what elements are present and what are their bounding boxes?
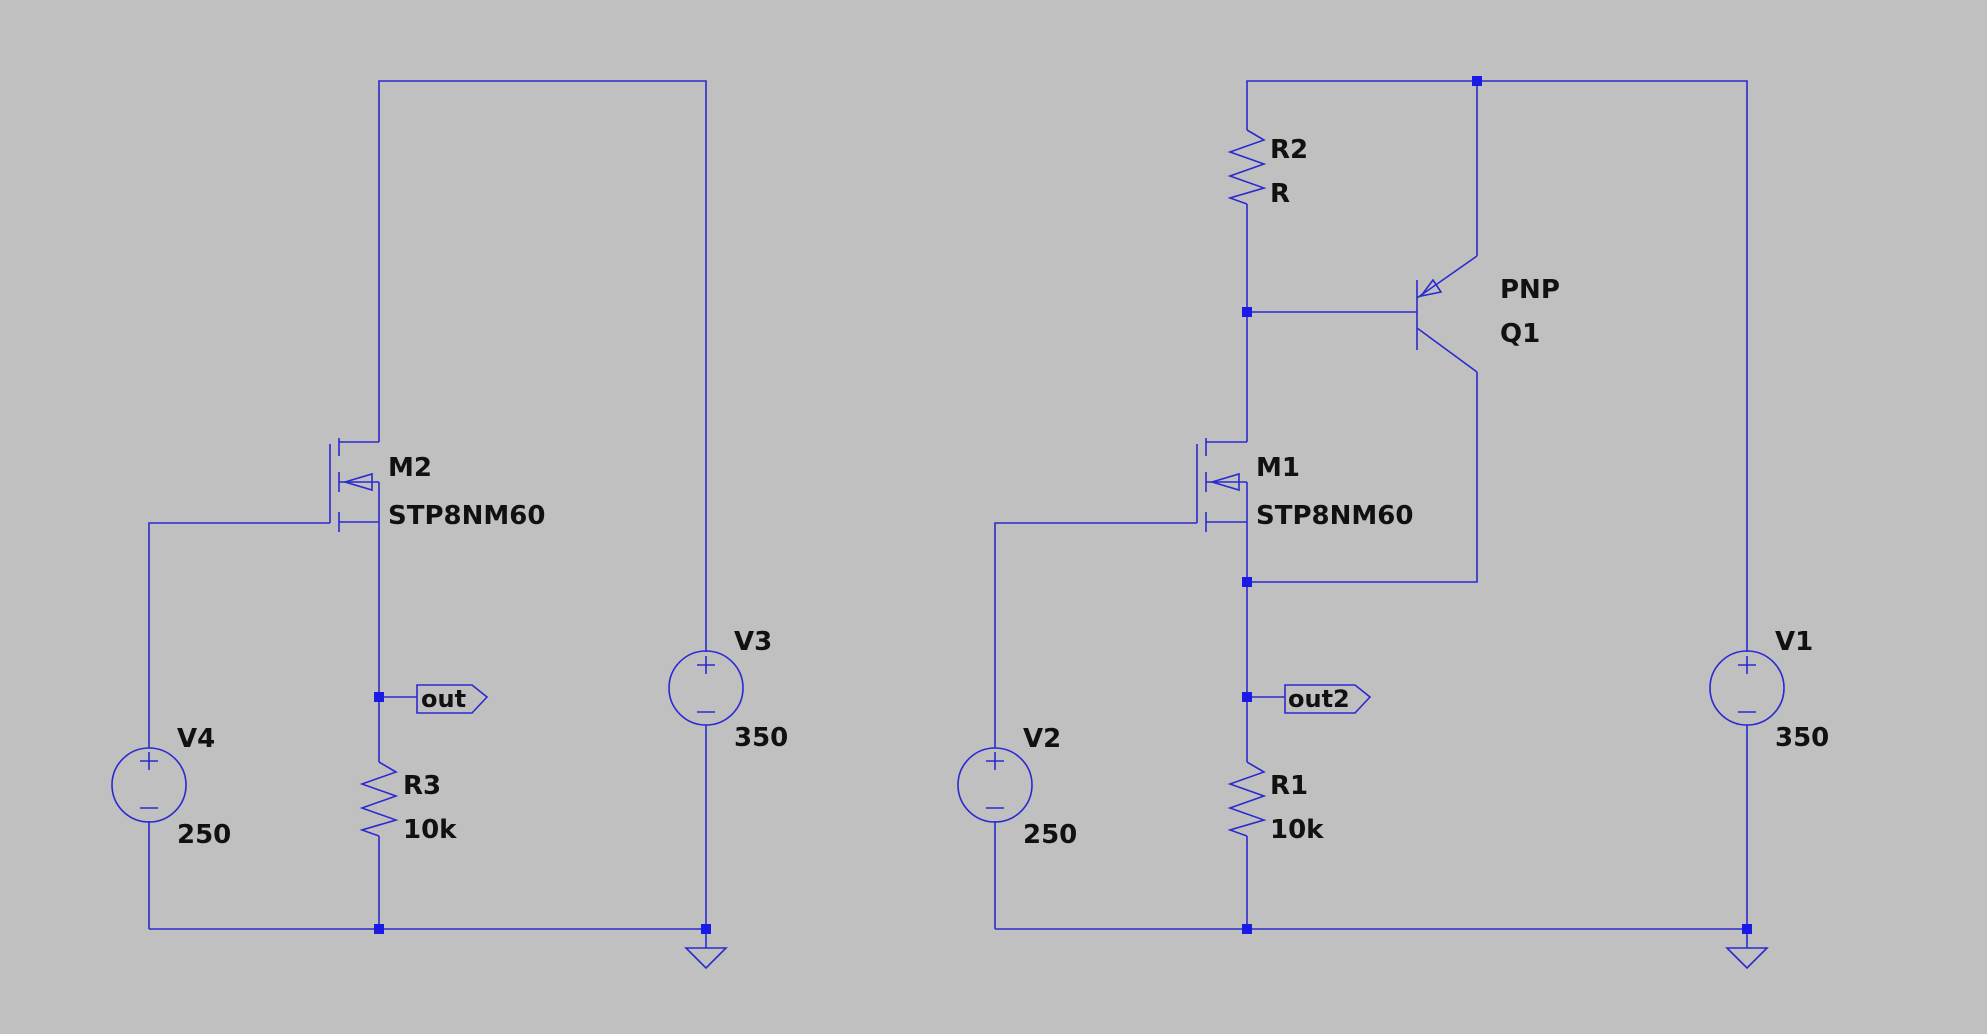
- v2-value-label: 250: [1023, 820, 1077, 850]
- r2-value-label: R: [1270, 179, 1290, 209]
- v4-value-label: 250: [177, 820, 231, 850]
- r1-value-label: 10k: [1270, 815, 1324, 845]
- m1-model-label: STP8NM60: [1256, 501, 1413, 531]
- junction-dot: [701, 924, 711, 934]
- out-net-label: out: [421, 685, 466, 713]
- v3-name-label: V3: [734, 627, 772, 657]
- m2-model-label: STP8NM60: [388, 501, 545, 531]
- right-wires: [994, 80, 1748, 930]
- junction-dot: [1242, 577, 1252, 587]
- q1-model-label: PNP: [1500, 275, 1560, 305]
- m2-name-label: M2: [388, 453, 432, 483]
- r3-name-label: R3: [403, 771, 441, 801]
- r1-name-label: R1: [1270, 771, 1308, 801]
- junction-dot: [1242, 307, 1252, 317]
- m1-name-label: M1: [1256, 453, 1300, 483]
- junction-dot: [1472, 76, 1482, 86]
- junction-dot: [374, 692, 384, 702]
- v1-name-label: V1: [1775, 627, 1813, 657]
- junction-dot: [1242, 924, 1252, 934]
- v4-name-label: V4: [177, 724, 215, 754]
- voltage-source-icon[interactable]: [111, 747, 187, 823]
- junction-dot: [374, 924, 384, 934]
- left-wires: [148, 80, 707, 930]
- out2-net-label: out2: [1288, 685, 1350, 713]
- nmos-icon[interactable]: [329, 438, 380, 532]
- ground-icon[interactable]: [1725, 929, 1769, 970]
- voltage-source-icon[interactable]: [668, 650, 744, 726]
- voltage-source-icon[interactable]: [1709, 650, 1785, 726]
- r3-value-label: 10k: [403, 815, 457, 845]
- pnp-transistor-icon[interactable]: [1416, 255, 1478, 373]
- voltage-source-icon[interactable]: [957, 747, 1033, 823]
- q1-name-label: Q1: [1500, 319, 1540, 349]
- right-circuit: R2 R PNP Q1 M1 STP8NM60 R1: [957, 76, 1829, 970]
- resistor-icon[interactable]: [1227, 761, 1267, 837]
- junction-dot: [1742, 924, 1752, 934]
- resistor-icon[interactable]: [359, 761, 399, 837]
- left-circuit: M2 STP8NM60 R3 10k out V4 250 V3 3: [111, 80, 788, 970]
- v1-value-label: 350: [1775, 723, 1829, 753]
- resistor-icon[interactable]: [1227, 129, 1267, 205]
- junction-dot: [1242, 692, 1252, 702]
- r2-name-label: R2: [1270, 135, 1308, 165]
- nmos-icon[interactable]: [1196, 438, 1248, 532]
- net-label-icon[interactable]: [416, 684, 489, 714]
- v2-name-label: V2: [1023, 724, 1061, 754]
- v3-value-label: 350: [734, 723, 788, 753]
- net-label-icon[interactable]: [1284, 684, 1372, 714]
- ground-icon[interactable]: [684, 929, 728, 970]
